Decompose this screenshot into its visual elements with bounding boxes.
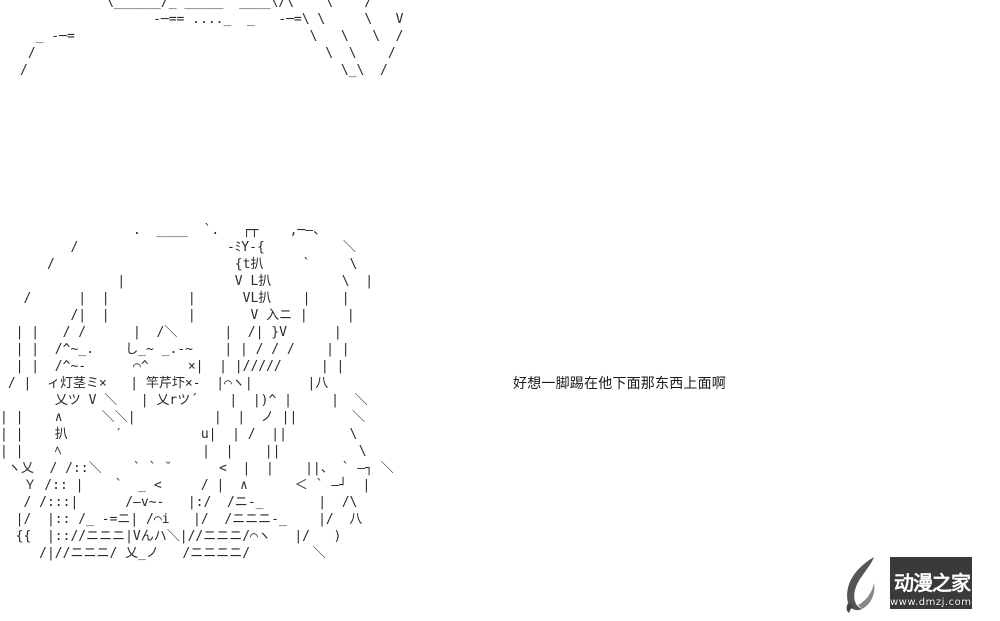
watermark-title: 动漫之家 (894, 571, 971, 595)
watermark: 动漫之家 www.dmzj.com (840, 553, 980, 613)
watermark-url: www.dmzj.com (890, 597, 972, 608)
caption-text: 好想一脚踢在他下面那东西上面啊 (513, 376, 726, 392)
ascii-art-top-fragment: \______/_ _____ ____\/\ \ / -─== ...._ _… (20, 0, 404, 78)
ascii-art-character: . ____ `. ┌┬ ,─―、 / -ﾐY-{ ＼ / {t扒 ` \ | … (0, 223, 394, 561)
watermark-badge: 动漫之家 (890, 557, 972, 609)
leaf-logo-icon (846, 557, 875, 613)
